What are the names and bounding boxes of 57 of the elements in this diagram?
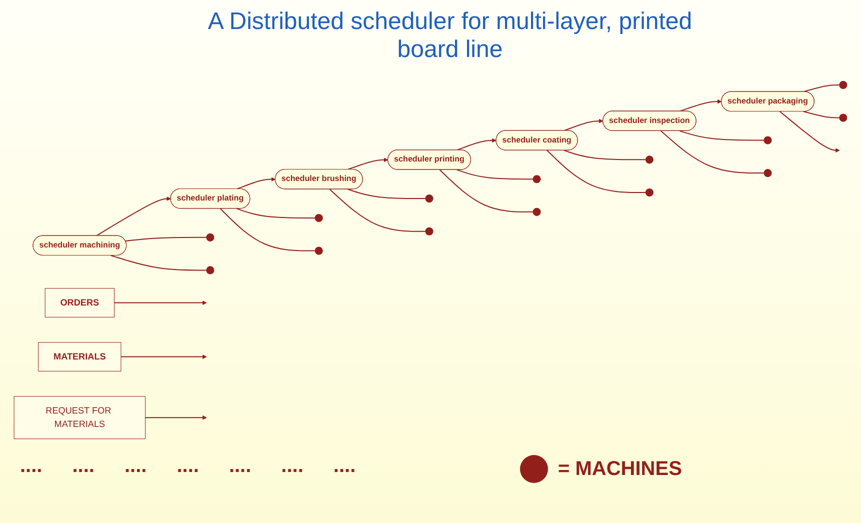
ellipsis-text: .... [72, 455, 94, 478]
arrow [96, 196, 171, 236]
connector-line [546, 150, 646, 193]
ellipsis-text: .... [333, 455, 356, 478]
machine-circle [425, 227, 434, 236]
connector-line [236, 208, 316, 218]
arrow [780, 111, 840, 153]
arrow [564, 118, 604, 132]
connector-line [220, 208, 316, 252]
connector-line [456, 169, 533, 180]
label-box: REQUEST FOR MATERIALS [14, 396, 146, 440]
machine-circle [206, 266, 214, 274]
connector-line [125, 236, 206, 242]
connector-line [110, 254, 206, 271]
arrow [236, 177, 276, 190]
connector-line [660, 130, 764, 174]
connector-line [329, 188, 426, 232]
connector-line [564, 150, 646, 160]
legend-text: = MACHINES [558, 458, 682, 480]
connector-line [347, 188, 426, 200]
machine-circle [532, 208, 541, 216]
machine-circle [839, 80, 848, 89]
machine-circle [206, 233, 214, 242]
label-box: MATERIALS [38, 342, 122, 372]
arrow [680, 99, 722, 112]
machine-circle [645, 156, 654, 164]
diagram-title: A Distributed scheduler for multi-layer, printed board line [206, 8, 694, 64]
machine-circle [314, 214, 323, 222]
scheduler-ellipse: scheduler machining [32, 235, 127, 256]
connector-line [803, 84, 840, 92]
connector-line [680, 130, 764, 141]
connector-line [803, 110, 840, 118]
scheduler-ellipse: scheduler printing [388, 150, 471, 170]
machine-circle [645, 188, 654, 197]
ellipsis-text: .... [20, 455, 42, 478]
label-box: ORDERS [44, 288, 114, 318]
scheduler-ellipse: scheduler packaging [721, 91, 814, 112]
ellipsis-text: .... [124, 455, 147, 478]
connector-line [439, 169, 533, 212]
ellipsis-text: .... [176, 455, 199, 478]
machine-circle [314, 246, 323, 255]
scheduler-ellipse: scheduler coating [496, 130, 578, 150]
machine-circle [425, 194, 434, 203]
arrow [114, 300, 207, 305]
machine-circle [839, 114, 848, 122]
scheduler-ellipse: scheduler brushing [274, 169, 363, 190]
arrow [456, 138, 496, 151]
machine-circle [764, 136, 772, 144]
machine-circle [764, 169, 772, 178]
arrow [347, 158, 388, 170]
ellipsis-text: .... [228, 455, 252, 478]
machine-circle [532, 175, 541, 184]
arrow [145, 415, 207, 420]
arrow [120, 354, 207, 360]
scheduler-ellipse: scheduler plating [170, 188, 250, 209]
ellipsis-text: .... [281, 455, 304, 478]
scheduler-ellipse: scheduler inspection [602, 110, 696, 131]
